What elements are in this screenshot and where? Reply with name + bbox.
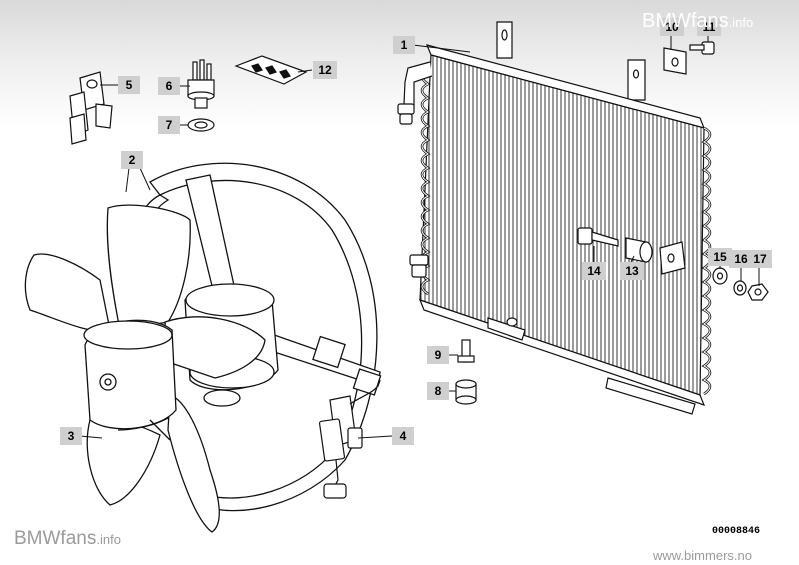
leader-lines [79,35,760,439]
callout-10: 10 [660,18,684,36]
callout-9: 9 [427,346,449,364]
plate [234,55,308,85]
callout-11: 11 [697,18,721,36]
callout-15: 15 [708,248,732,266]
callout-1: 1 [393,36,415,54]
fan-connector [318,379,381,499]
watermark-top-suffix: .info [728,15,754,30]
washer [712,267,728,285]
watermark-bottom-brand: BMWfans [14,528,97,549]
callout-14: 14 [582,262,606,280]
callout-13: 13 [620,262,644,280]
source-site: www.bimmers.no [653,548,752,563]
rubber-mount [455,379,477,405]
watermark-top-brand: BMWfans [642,10,729,32]
watermark-bottom: BMWfans.info [14,528,121,550]
callout-16: 16 [729,250,753,268]
fan-blade [24,204,266,533]
callout-17: 17 [748,250,772,268]
watermark-top: BMWfans.info [642,10,753,33]
callout-4: 4 [392,427,414,445]
sealing-ring [187,118,215,132]
watermark-bottom-suffix: .info [96,532,121,547]
callout-12: 12 [313,61,337,79]
diagram-number: 00008846 [712,526,761,537]
pressure-switch [187,59,215,109]
hex-nut [747,283,769,301]
mount-bolt [457,339,475,363]
callout-7: 7 [158,116,180,134]
callout-5: 5 [118,76,140,94]
lock-ring [733,280,747,296]
switch-connector [69,71,113,145]
callout-8: 8 [427,382,449,400]
bushing [625,237,653,263]
condenser [397,21,712,415]
callout-2: 2 [121,151,143,169]
callout-6: 6 [158,77,180,95]
hex-bolt [577,227,619,247]
screw [689,41,715,55]
bracket [663,47,687,75]
callout-3: 3 [60,427,82,445]
